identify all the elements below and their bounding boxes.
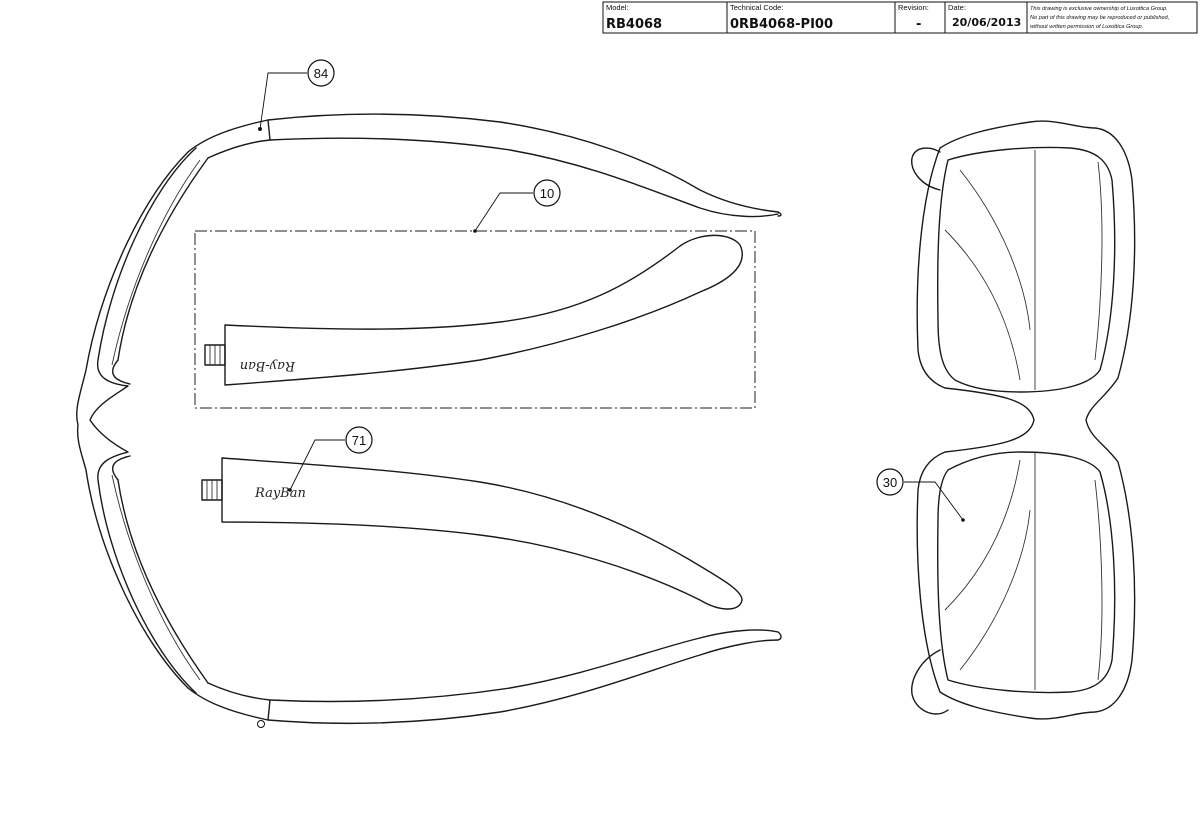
callout-71-bubble [345,426,373,454]
revision-label: Revision: [898,3,929,12]
temple-detail-10: Ray-Ban [194,230,756,409]
callout-30-bubble [876,468,904,496]
ownership-note-1: This drawing is exclusive ownership of L… [1030,6,1168,12]
ownership-note-3: without written permission of Luxottica … [1030,24,1143,30]
callout-84-bubble [307,59,335,87]
technical-code-value: 0RB4068-PI00 [730,17,833,32]
front-view-frame [911,120,1136,720]
callout-71: 71 [288,426,373,492]
callout-30-label: 30 [883,475,897,490]
top-view-frame [76,113,782,728]
date-value: 20/06/2013 [952,16,1021,29]
callout-30: 30 [876,468,965,522]
ownership-note-2: No part of this drawing may be reproduce… [1030,15,1169,21]
technical-code-label: Technical Code: [730,3,783,12]
temple-detail-71: RayBan [201,457,743,610]
callout-10: 10 [473,179,561,233]
title-block: Model: RB4068 Technical Code: 0RB4068-PI… [602,1,1198,34]
callout-10-bubble [533,179,561,207]
callout-84: 84 [259,59,335,130]
temple-logo-inverted: Ray-Ban [240,358,296,373]
screw-dot-bottom [257,720,265,728]
callout-71-label: 71 [352,433,366,448]
callout-84-label: 84 [314,66,328,81]
revision-value: - [916,17,921,32]
model-label: Model: [606,3,629,12]
temple-logo: RayBan [254,486,306,501]
date-label: Date: [948,3,966,12]
model-value: RB4068 [606,17,662,32]
callout-10-label: 10 [540,186,554,201]
